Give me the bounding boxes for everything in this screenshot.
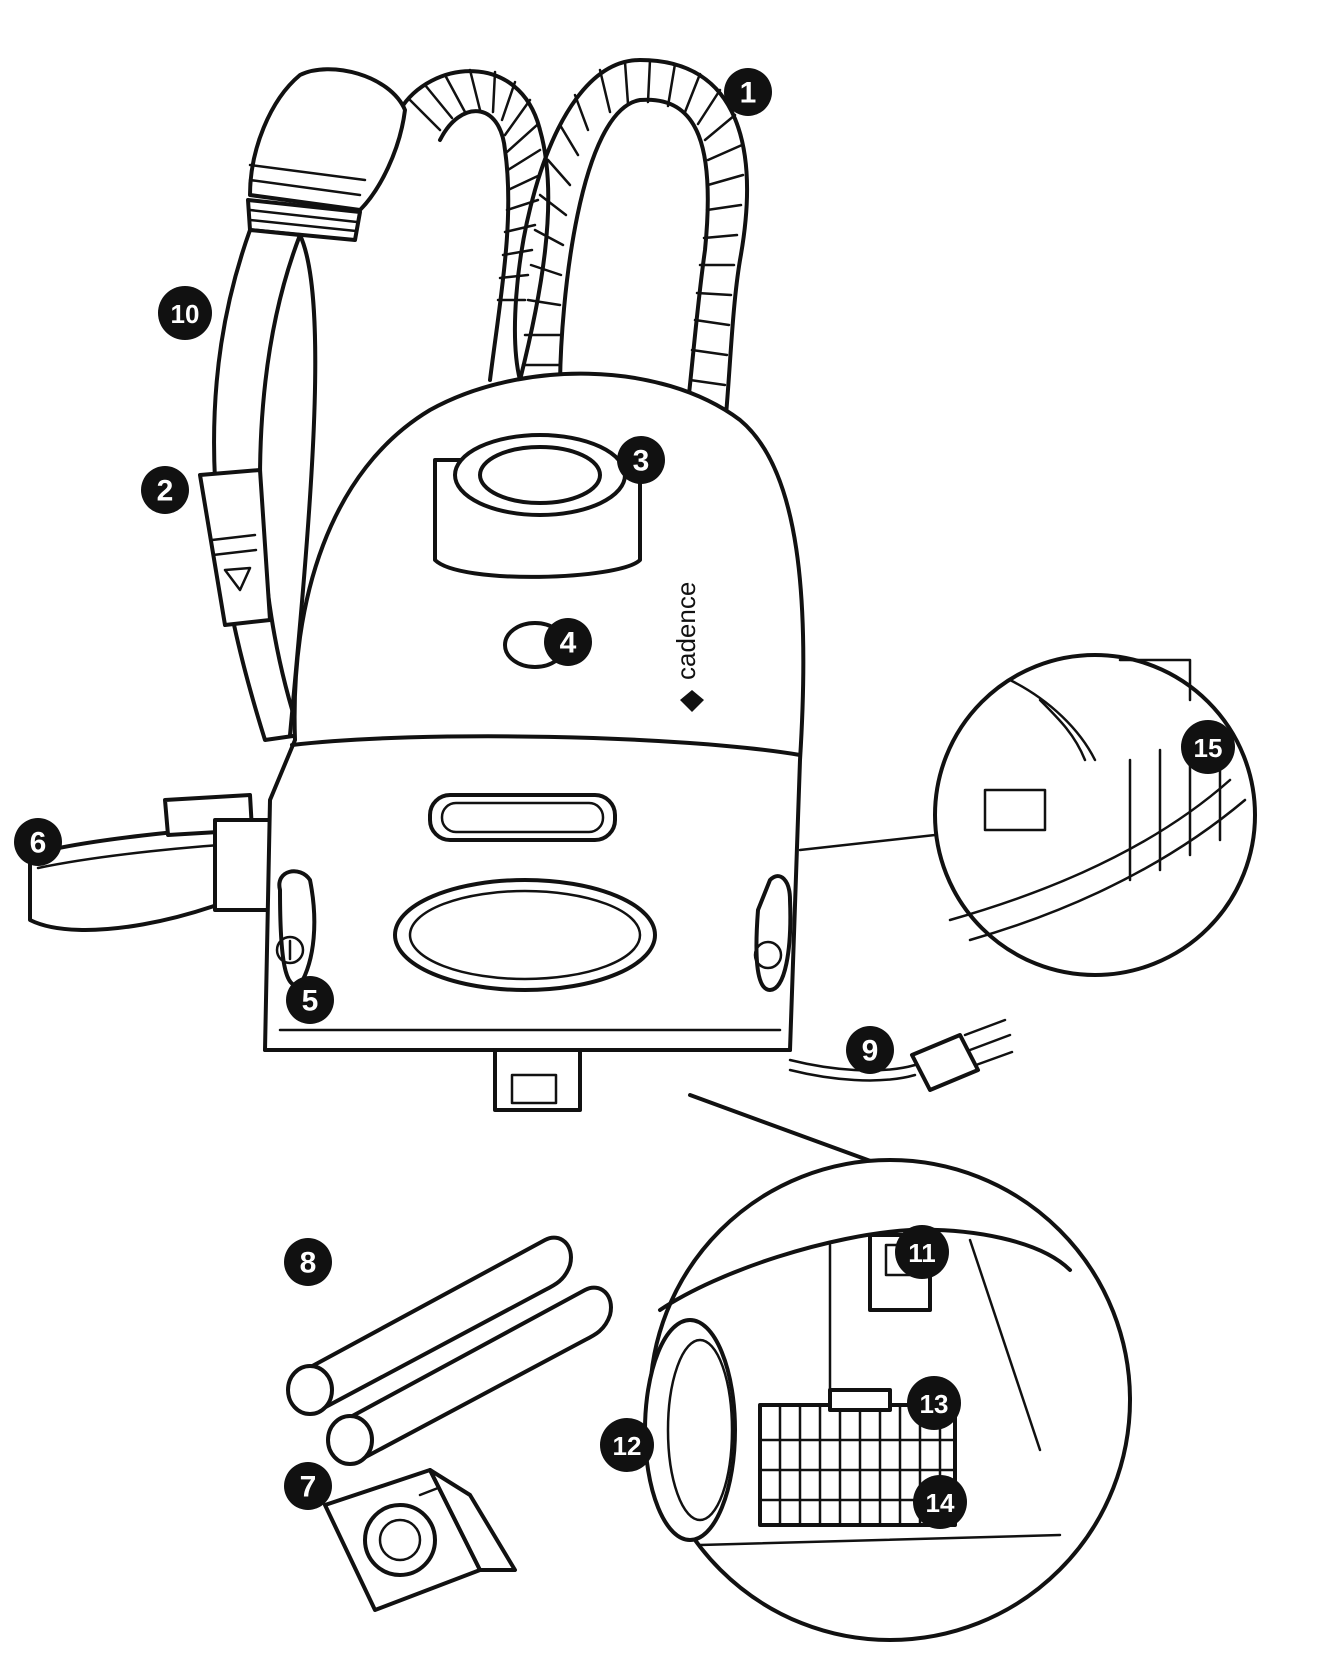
callout-2: 2 (141, 466, 189, 514)
svg-text:6: 6 (30, 827, 47, 860)
leader-line-filter-view (798, 833, 937, 852)
svg-text:1: 1 (740, 77, 757, 110)
callout-12: 12 (600, 1418, 654, 1472)
svg-text:9: 9 (862, 1035, 879, 1068)
hose-handle (198, 67, 407, 742)
svg-text:12: 12 (613, 1431, 642, 1461)
svg-text:2: 2 (157, 475, 174, 508)
svg-text:3: 3 (633, 445, 650, 478)
leader-line-rear-view (688, 1093, 897, 1172)
callout-13: 13 (907, 1376, 961, 1430)
brand-logo-text: cadence (671, 582, 701, 680)
vacuum-body (263, 371, 806, 1112)
svg-text:8: 8 (300, 1247, 317, 1280)
callout-8: 8 (284, 1238, 332, 1286)
floor-nozzle (28, 793, 277, 932)
svg-text:7: 7 (300, 1471, 317, 1504)
hose (398, 58, 749, 472)
power-cord (788, 1018, 1014, 1092)
callout-11: 11 (895, 1225, 949, 1279)
svg-text:5: 5 (302, 985, 319, 1018)
callout-4: 4 (544, 618, 592, 666)
inset-dust-compartment (933, 653, 1257, 977)
callout-6: 6 (14, 818, 62, 866)
callout-3: 3 (617, 436, 665, 484)
callout-14: 14 (913, 1475, 967, 1529)
callout-15: 15 (1181, 720, 1235, 774)
callout-5: 5 (286, 976, 334, 1024)
callout-1: 1 (724, 68, 772, 116)
inset-rear-filter (643, 1158, 1132, 1642)
svg-text:10: 10 (171, 299, 200, 329)
extension-tubes (286, 1235, 613, 1466)
svg-text:14: 14 (926, 1488, 955, 1518)
svg-text:13: 13 (920, 1389, 949, 1419)
svg-text:11: 11 (908, 1238, 936, 1268)
callout-10: 10 (158, 286, 212, 340)
svg-text:4: 4 (560, 627, 577, 660)
callout-7: 7 (284, 1462, 332, 1510)
dust-bag (323, 1468, 517, 1612)
svg-text:15: 15 (1194, 733, 1223, 763)
callout-9: 9 (846, 1026, 894, 1074)
